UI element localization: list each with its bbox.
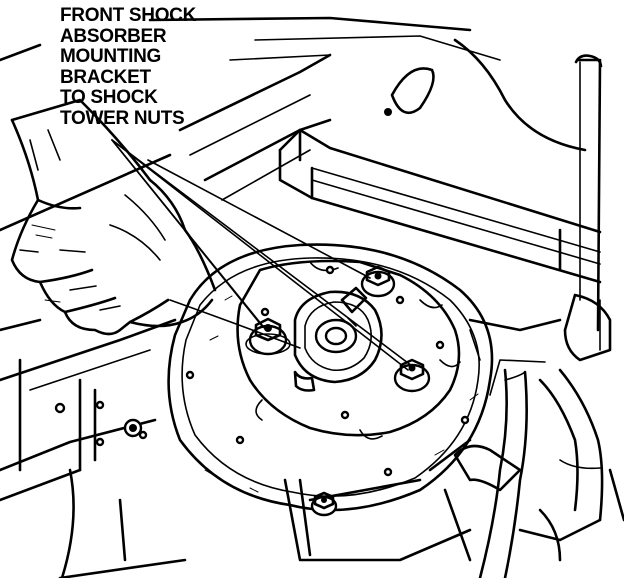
rod-cap — [574, 54, 603, 68]
hoses-right — [428, 318, 624, 578]
rail-bracket-right — [563, 293, 612, 362]
rod-right — [576, 58, 602, 332]
lower-bracket — [283, 478, 472, 562]
plate-texture — [204, 295, 479, 493]
callout-line: MOUNTING — [60, 46, 162, 67]
strut-mount-center — [293, 286, 383, 384]
mounting-nut-bottom — [393, 358, 431, 393]
callout-line: TO SHOCK — [60, 87, 158, 108]
callout-line: TOWER NUTS — [60, 107, 185, 129]
plate-clip — [293, 370, 316, 392]
shock-tower-plate — [167, 243, 494, 512]
callout-leader-lines — [111, 139, 413, 371]
callout-line: ABSORBER — [60, 25, 167, 47]
callout-line: BRACKET — [60, 66, 151, 88]
hand-illustration — [10, 98, 217, 336]
callout-line: FRONT SHOCK — [60, 5, 197, 26]
mounting-nut-top — [360, 265, 396, 298]
fender-slot — [384, 67, 435, 116]
callout-label: FRONT SHOCK ABSORBER MOUNTING BRACKET TO… — [60, 5, 197, 129]
fender-panel-lines — [148, 16, 587, 201]
cross-rail — [278, 128, 602, 284]
